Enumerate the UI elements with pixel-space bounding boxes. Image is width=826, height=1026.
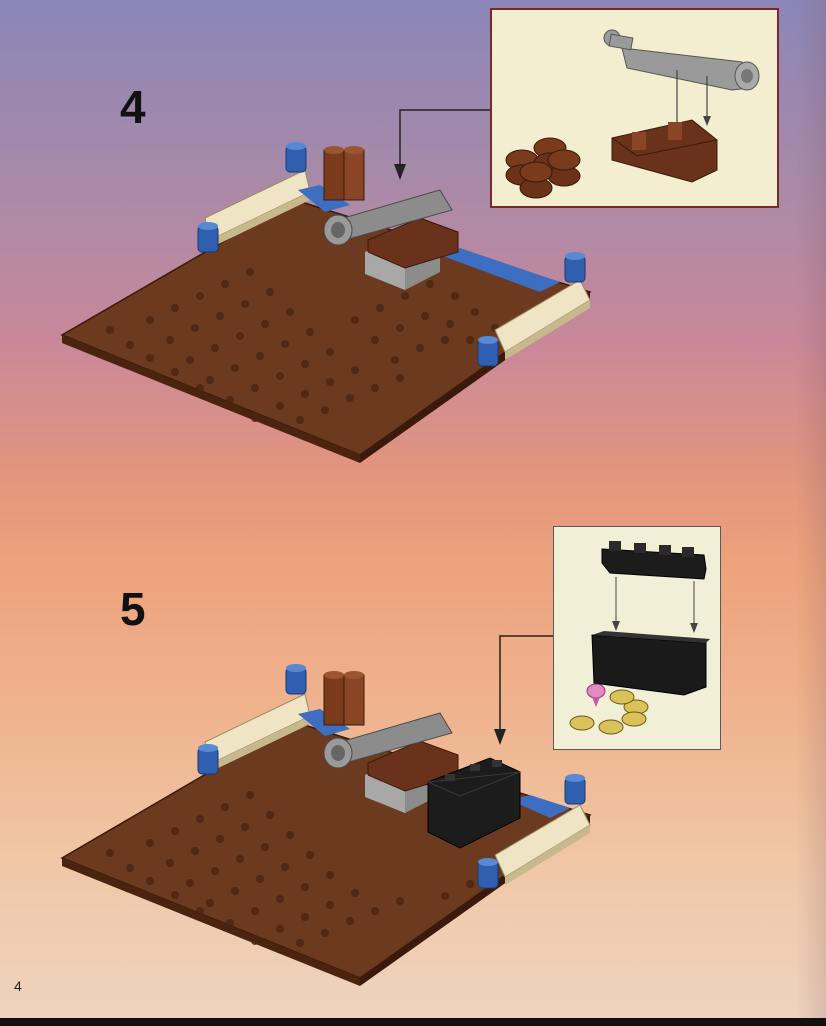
coin-icon: [569, 689, 649, 735]
page-number: 4: [14, 978, 22, 994]
bottom-strip: [0, 1018, 826, 1026]
barrel-icon: [505, 137, 581, 199]
step-5-parts-illustration: [569, 541, 710, 735]
step-4-parts-illustration: [505, 29, 760, 199]
treasure-chest-icon: [591, 631, 710, 696]
step-5-callout: [553, 526, 721, 750]
page-edge-shadow: [796, 0, 826, 1026]
step-5-number: 5: [120, 583, 146, 635]
treasure-chest-lid-icon: [601, 541, 707, 580]
step-4-callout: [490, 8, 779, 208]
gem-icon: [586, 683, 606, 707]
step-4-number: 4: [120, 81, 146, 133]
cannon-icon: [603, 29, 760, 91]
cannon-mount-icon: [611, 119, 718, 183]
